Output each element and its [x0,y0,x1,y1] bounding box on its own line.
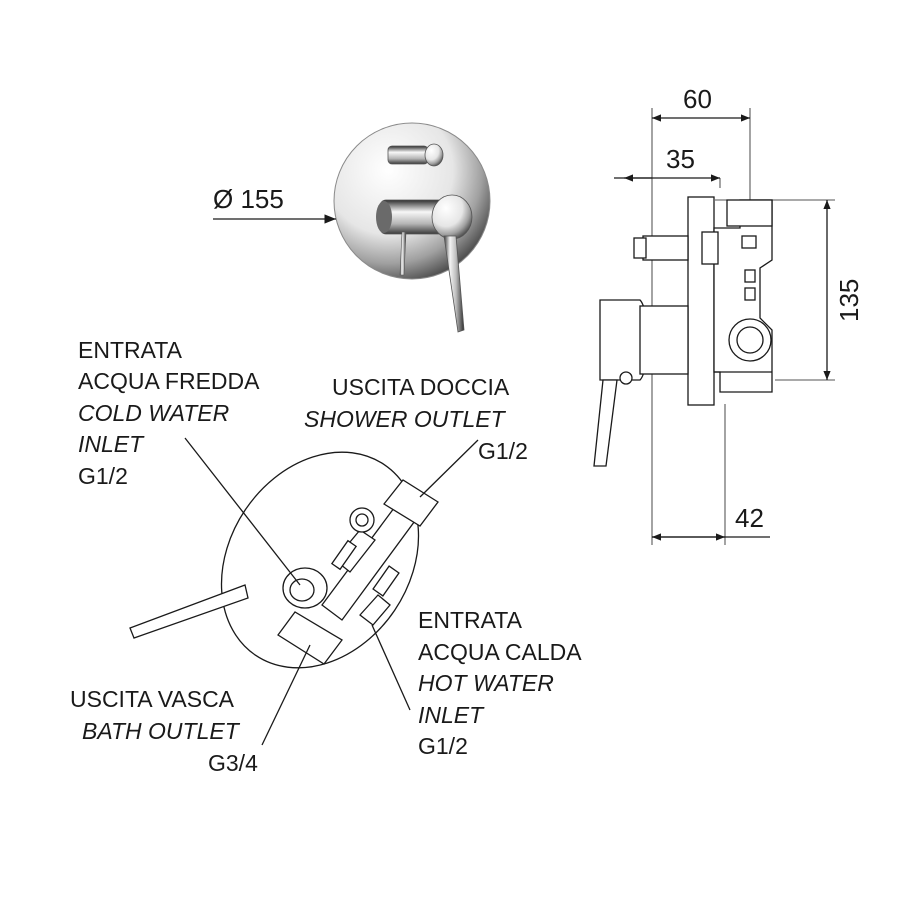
side-valve-body [713,199,773,393]
leader-hot [371,624,411,711]
side-wall-plate [687,196,715,406]
leader-shower [419,439,479,498]
hot-l3: HOT WATER [418,670,554,696]
dim-42-label: 42 [735,503,764,533]
rear-view [129,437,479,746]
dim-35-label: 35 [666,144,695,174]
bath-l3: G3/4 [208,750,258,776]
cold-l3: COLD WATER [78,400,229,426]
label-bath-outlet: USCITA VASCA BATH OUTLET G3/4 [70,686,258,776]
dim-135-label: 135 [834,279,864,322]
diverter-knob [387,143,444,167]
leader-cold [184,437,301,586]
hot-l5: G1/2 [418,733,468,759]
bath-l1: USCITA VASCA [70,686,235,712]
dim-60-label: 60 [683,84,712,114]
cold-l1: ENTRATA [78,337,183,363]
hot-l1: ENTRATA [418,607,523,633]
front-view: Ø 155 [213,122,491,333]
cold-l4: INLET [78,431,145,457]
hot-l2: ACQUA CALDA [418,639,582,665]
diameter-label: Ø 155 [213,184,284,214]
leader-bath [261,644,311,746]
bath-l2: BATH OUTLET [82,718,241,744]
rear-bath-outlet [277,611,343,665]
mixer-body [376,194,473,240]
side-diverter-knob [633,231,719,265]
side-view: 60 35 135 42 [593,84,864,545]
label-cold-inlet: ENTRATA ACQUA FREDDA COLD WATER INLET G1… [78,337,260,489]
shower-l3: G1/2 [478,438,528,464]
side-handle [593,299,689,467]
cold-l2: ACQUA FREDDA [78,368,260,394]
shower-l1: USCITA DOCCIA [332,374,510,400]
mixer-lever [443,235,465,333]
label-shower-outlet: USCITA DOCCIA SHOWER OUTLET G1/2 [304,374,528,464]
cold-l5: G1/2 [78,463,128,489]
label-hot-inlet: ENTRATA ACQUA CALDA HOT WATER INLET G1/2 [418,607,582,759]
rear-shower-outlet [383,479,439,527]
hot-l4: INLET [418,702,485,728]
mixer-lever-back [399,231,407,276]
shower-l2: SHOWER OUTLET [304,406,507,432]
rear-lever [129,584,249,639]
